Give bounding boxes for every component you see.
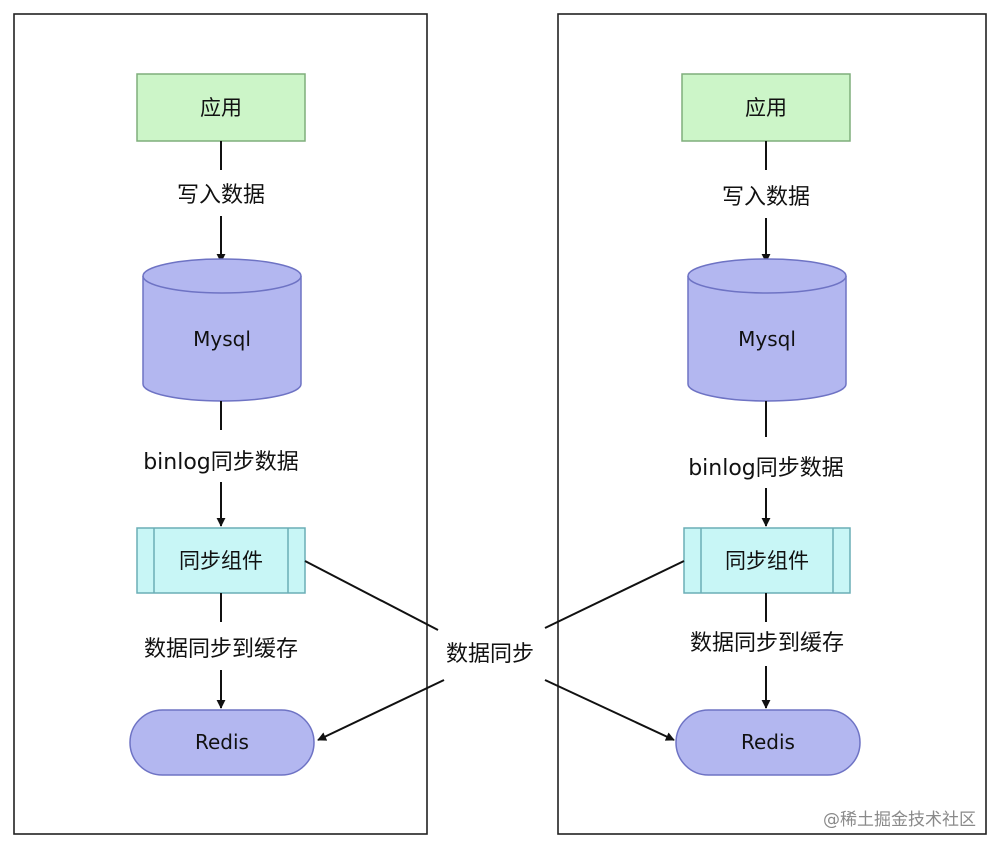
right-sync-to-cache-label: 数据同步到缓存 xyxy=(690,631,844,656)
left-sync-component-box xyxy=(136,527,306,594)
left-redis-label: Redis xyxy=(195,730,249,754)
left-write-label: 写入数据 xyxy=(177,183,265,208)
left-sync-to-cache-label: 数据同步到缓存 xyxy=(144,637,298,662)
left-panel: 应用 写入数据 Mysql binlog同步数据 同步组件 数据同步到缓存 Re… xyxy=(13,13,428,835)
right-mysql-label: Mysql xyxy=(738,327,796,351)
right-redis-label: Redis xyxy=(741,730,795,754)
left-sync-component-label: 同步组件 xyxy=(179,549,263,573)
left-app-label: 应用 xyxy=(200,96,242,120)
left-panel-frame xyxy=(13,13,428,835)
cross-line-right-component xyxy=(544,560,685,629)
right-panel-frame xyxy=(557,13,987,835)
left-mysql-cylinder xyxy=(142,258,302,402)
cross-line-left-component xyxy=(304,560,439,631)
left-redis-box xyxy=(129,709,315,776)
right-write-label: 写入数据 xyxy=(722,185,810,210)
right-mysql-cylinder xyxy=(687,258,847,402)
right-app-box xyxy=(681,73,851,142)
cross-sync-label: 数据同步 xyxy=(446,642,534,667)
right-sync-component-label: 同步组件 xyxy=(725,549,809,573)
left-mysql-label: Mysql xyxy=(193,327,251,351)
right-redis-box xyxy=(675,709,861,776)
right-app-label: 应用 xyxy=(745,96,787,120)
cross-arrow-to-left-redis xyxy=(317,679,445,741)
watermark: @稀土掘金技术社区 xyxy=(823,810,976,830)
right-sync-component-box xyxy=(683,527,851,594)
cross-sync-connectors xyxy=(304,560,685,741)
right-panel: 应用 写入数据 Mysql binlog同步数据 同步组件 数据同步到缓存 Re… xyxy=(557,13,987,835)
cross-arrow-to-right-redis xyxy=(544,679,675,741)
left-binlog-label: binlog同步数据 xyxy=(143,450,299,475)
right-binlog-label: binlog同步数据 xyxy=(688,456,844,481)
